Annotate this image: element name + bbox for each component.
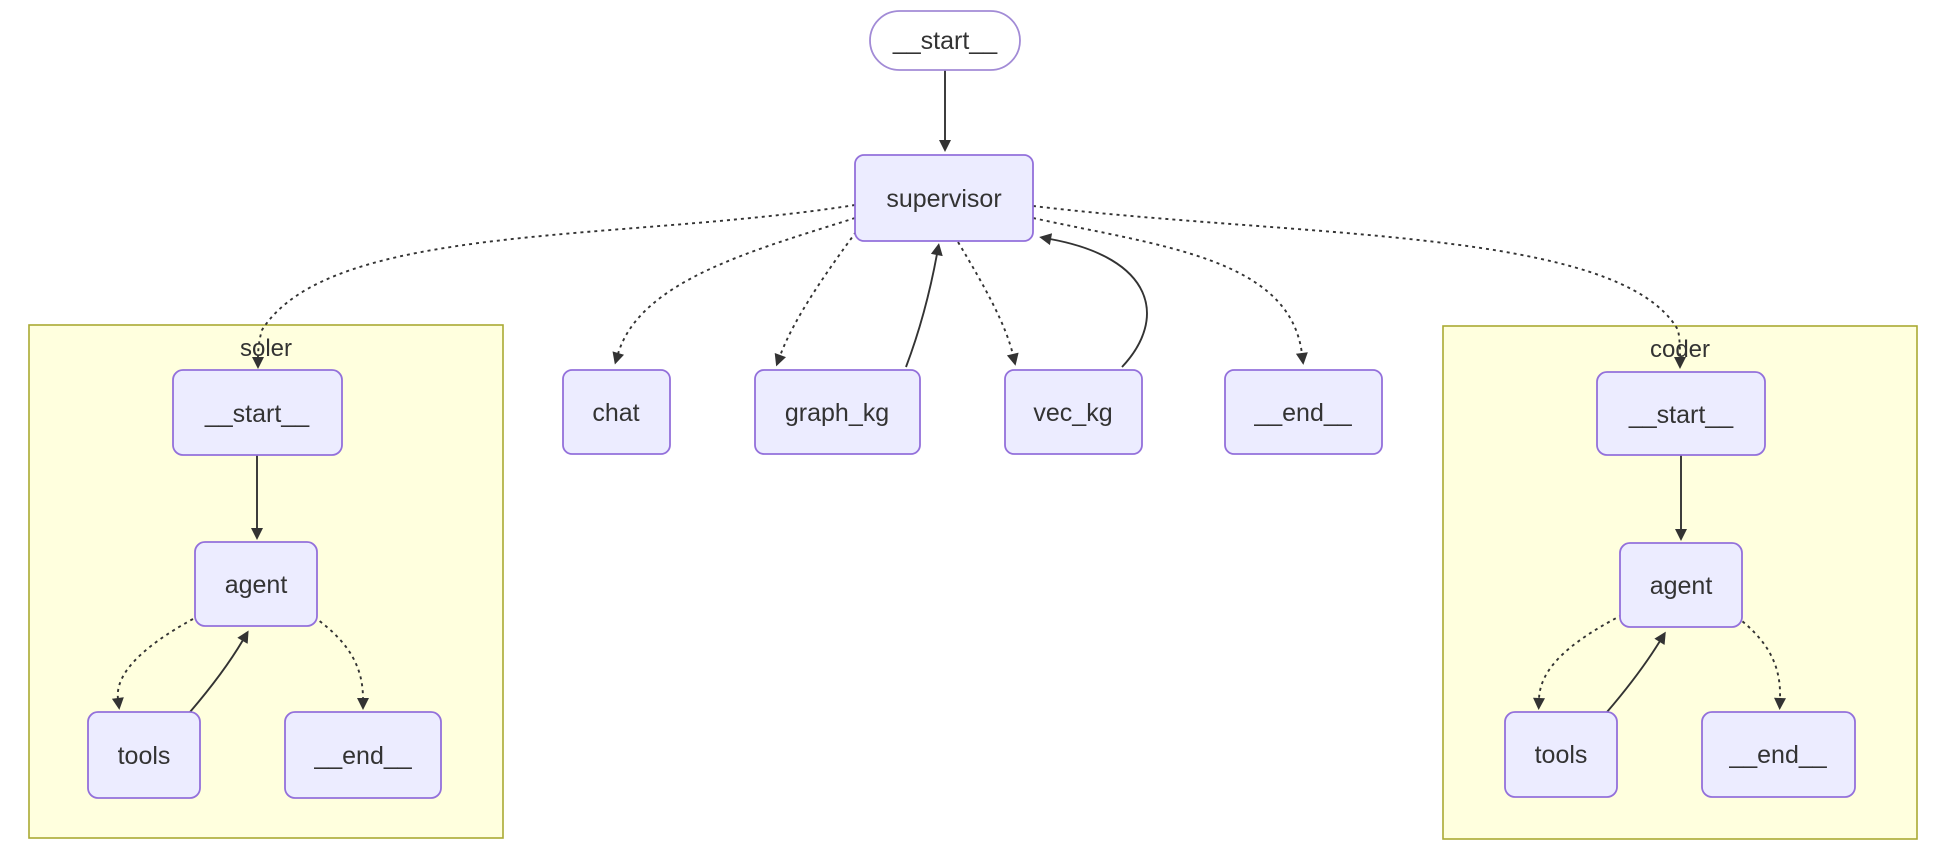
edge-coder-agent-to-tools	[1533, 614, 1623, 710]
node-chat: chat	[562, 369, 671, 455]
node-soler-end: __end__	[284, 711, 442, 799]
node-coder-start-shape	[1596, 371, 1766, 456]
node-vec-kg: vec_kg	[1004, 369, 1143, 455]
node-vec-kg-shape	[1004, 369, 1143, 455]
node-coder-tools: tools	[1504, 711, 1618, 798]
node-coder-end-label: __end__	[1728, 741, 1827, 769]
edge-soler-agent-to-end	[313, 616, 369, 710]
node-soler-start: __start__	[172, 369, 343, 456]
node-soler-end-shape	[284, 711, 442, 799]
edge-vec-kg-to-supervisor	[1039, 233, 1148, 368]
edge-supervisor-to-graph-kg	[774, 231, 857, 367]
node-soler-end-label: __end__	[313, 742, 412, 770]
node-start-top: __start__	[869, 10, 1021, 71]
node-graph-kg: graph_kg	[754, 369, 921, 455]
node-coder-agent-label: agent	[1650, 572, 1713, 600]
node-coder-end-shape	[1701, 711, 1856, 798]
subgraph-soler-label: soler	[240, 335, 292, 362]
edge-supervisor-to-end	[1032, 217, 1308, 365]
node-soler-tools: tools	[87, 711, 201, 799]
edge-soler-agent-to-tools	[111, 618, 194, 710]
node-soler-start-shape	[172, 369, 343, 456]
edge-graph-kg-to-supervisor	[905, 243, 943, 368]
nodes-layer: __start__ supervisor chat graph_kg vec_k…	[87, 10, 1856, 799]
node-coder-end: __end__	[1701, 711, 1856, 798]
node-coder-start: __start__	[1596, 371, 1766, 456]
node-coder-tools-shape	[1504, 711, 1618, 798]
edge-supervisor-to-soler	[252, 204, 856, 369]
edge-soler-tools-to-agent	[189, 630, 249, 713]
node-supervisor: supervisor	[854, 154, 1034, 242]
node-end-mid: __end__	[1224, 369, 1383, 455]
node-end-mid-shape	[1224, 369, 1383, 455]
node-soler-agent-shape	[194, 541, 318, 627]
edge-supervisor-to-vec-kg	[957, 241, 1019, 366]
node-start-top-shape	[869, 10, 1021, 71]
node-soler-agent-label: agent	[225, 571, 288, 599]
node-start-top-label: __start__	[892, 27, 998, 55]
node-soler-start-label: __start__	[204, 400, 310, 428]
node-supervisor-label: supervisor	[886, 185, 1001, 213]
node-soler-tools-shape	[87, 711, 201, 799]
node-chat-shape	[562, 369, 671, 455]
node-graph-kg-shape	[754, 369, 921, 455]
edges-layer	[111, 70, 1787, 713]
node-coder-start-label: __start__	[1628, 401, 1734, 429]
node-chat-label: chat	[592, 399, 639, 427]
node-supervisor-shape	[854, 154, 1034, 242]
node-coder-agent-shape	[1619, 542, 1743, 628]
node-end-mid-label: __end__	[1253, 399, 1352, 427]
node-soler-agent: agent	[194, 541, 318, 627]
node-coder-agent: agent	[1619, 542, 1743, 628]
node-coder-tools-label: tools	[1535, 741, 1588, 769]
edge-supervisor-to-chat	[612, 217, 856, 365]
node-soler-tools-label: tools	[118, 742, 171, 770]
edge-supervisor-to-coder	[1032, 205, 1686, 369]
edge-coder-tools-to-agent	[1606, 631, 1666, 713]
node-vec-kg-label: vec_kg	[1033, 399, 1112, 427]
node-graph-kg-label: graph_kg	[785, 399, 889, 427]
